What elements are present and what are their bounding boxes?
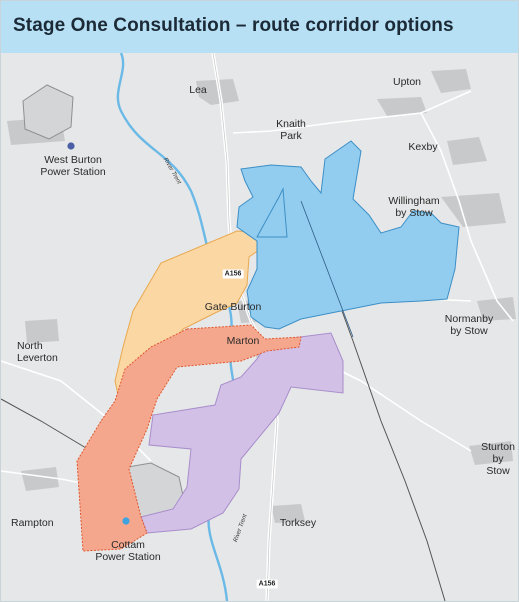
west-burton-outline xyxy=(22,84,74,140)
label-knaith-park: Knaith Park xyxy=(276,118,306,142)
label-cottam: Cottam Power Station xyxy=(95,539,161,563)
map-canvas[interactable] xyxy=(1,53,518,601)
map-background xyxy=(1,53,518,601)
label-north-leverton: North Leverton xyxy=(17,340,58,364)
label-rampton: Rampton xyxy=(11,517,54,529)
label-normanby: Normanby by Stow xyxy=(444,313,494,337)
label-kexby: Kexby xyxy=(408,141,438,153)
label-willingham: Willingham by Stow xyxy=(388,195,440,219)
corridor-blue-notch xyxy=(256,187,288,238)
label-upton: Upton xyxy=(392,76,422,88)
corridor-red xyxy=(76,324,302,552)
label-lea: Lea xyxy=(189,84,207,96)
cottam-marker xyxy=(122,517,130,525)
map-title: Stage One Consultation – route corridor … xyxy=(13,15,454,36)
a156-road-edge xyxy=(212,53,278,601)
west-burton-marker xyxy=(67,142,75,150)
road-label-a156-north: A156 xyxy=(222,269,244,279)
railway-through-blue xyxy=(300,200,354,338)
label-gate-burton: Gate Burton xyxy=(204,301,262,313)
title-bar: Stage One Consultation – route corridor … xyxy=(1,1,518,54)
corridor-blue xyxy=(236,140,460,330)
label-sturton: Sturton by Stow xyxy=(481,441,515,477)
label-torksey: Torksey xyxy=(279,517,317,529)
label-marton: Marton xyxy=(226,335,260,347)
label-west-burton: West Burton Power Station xyxy=(40,154,106,178)
road-label-a156-south: A156 xyxy=(256,579,278,589)
